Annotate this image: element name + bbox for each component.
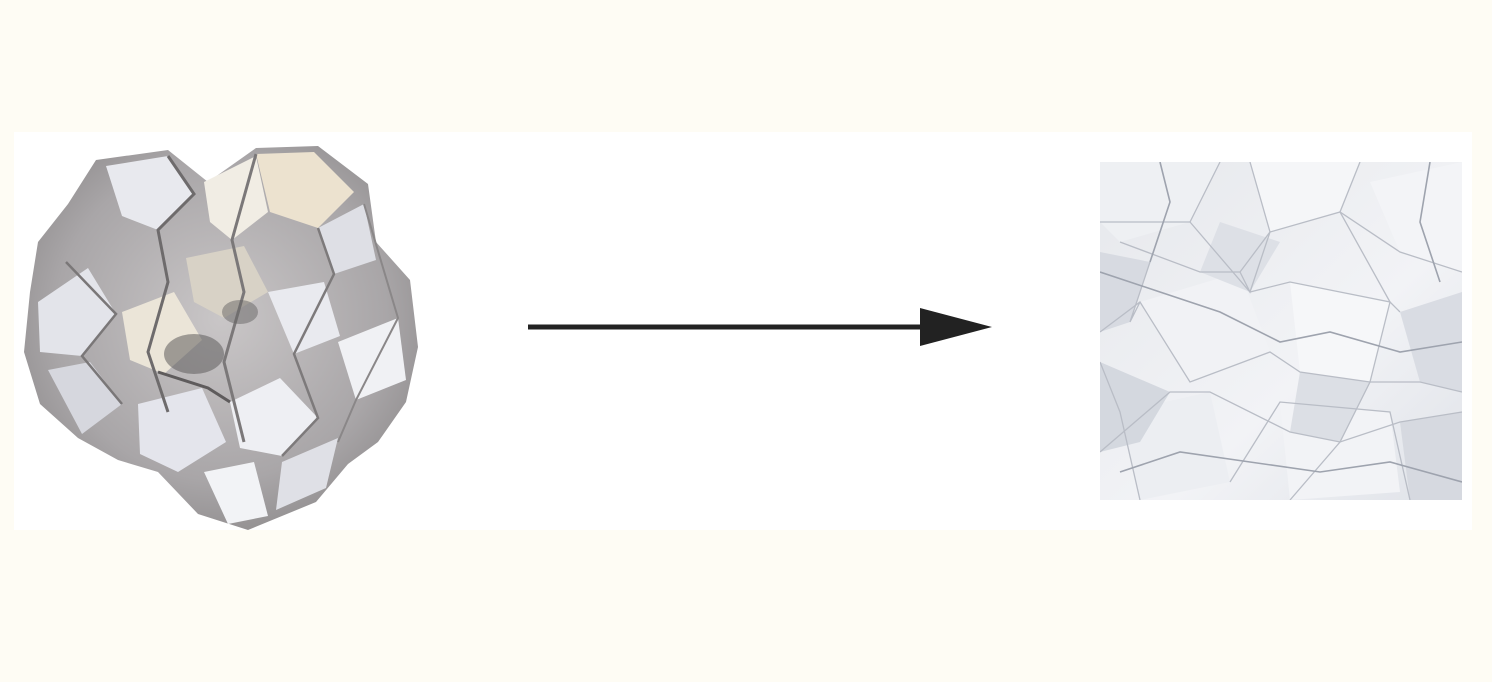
right-arrow-icon	[520, 296, 1000, 356]
crumpled-paper-ball-image	[18, 142, 428, 534]
wrinkled-paper-sheet-image	[1100, 162, 1462, 500]
